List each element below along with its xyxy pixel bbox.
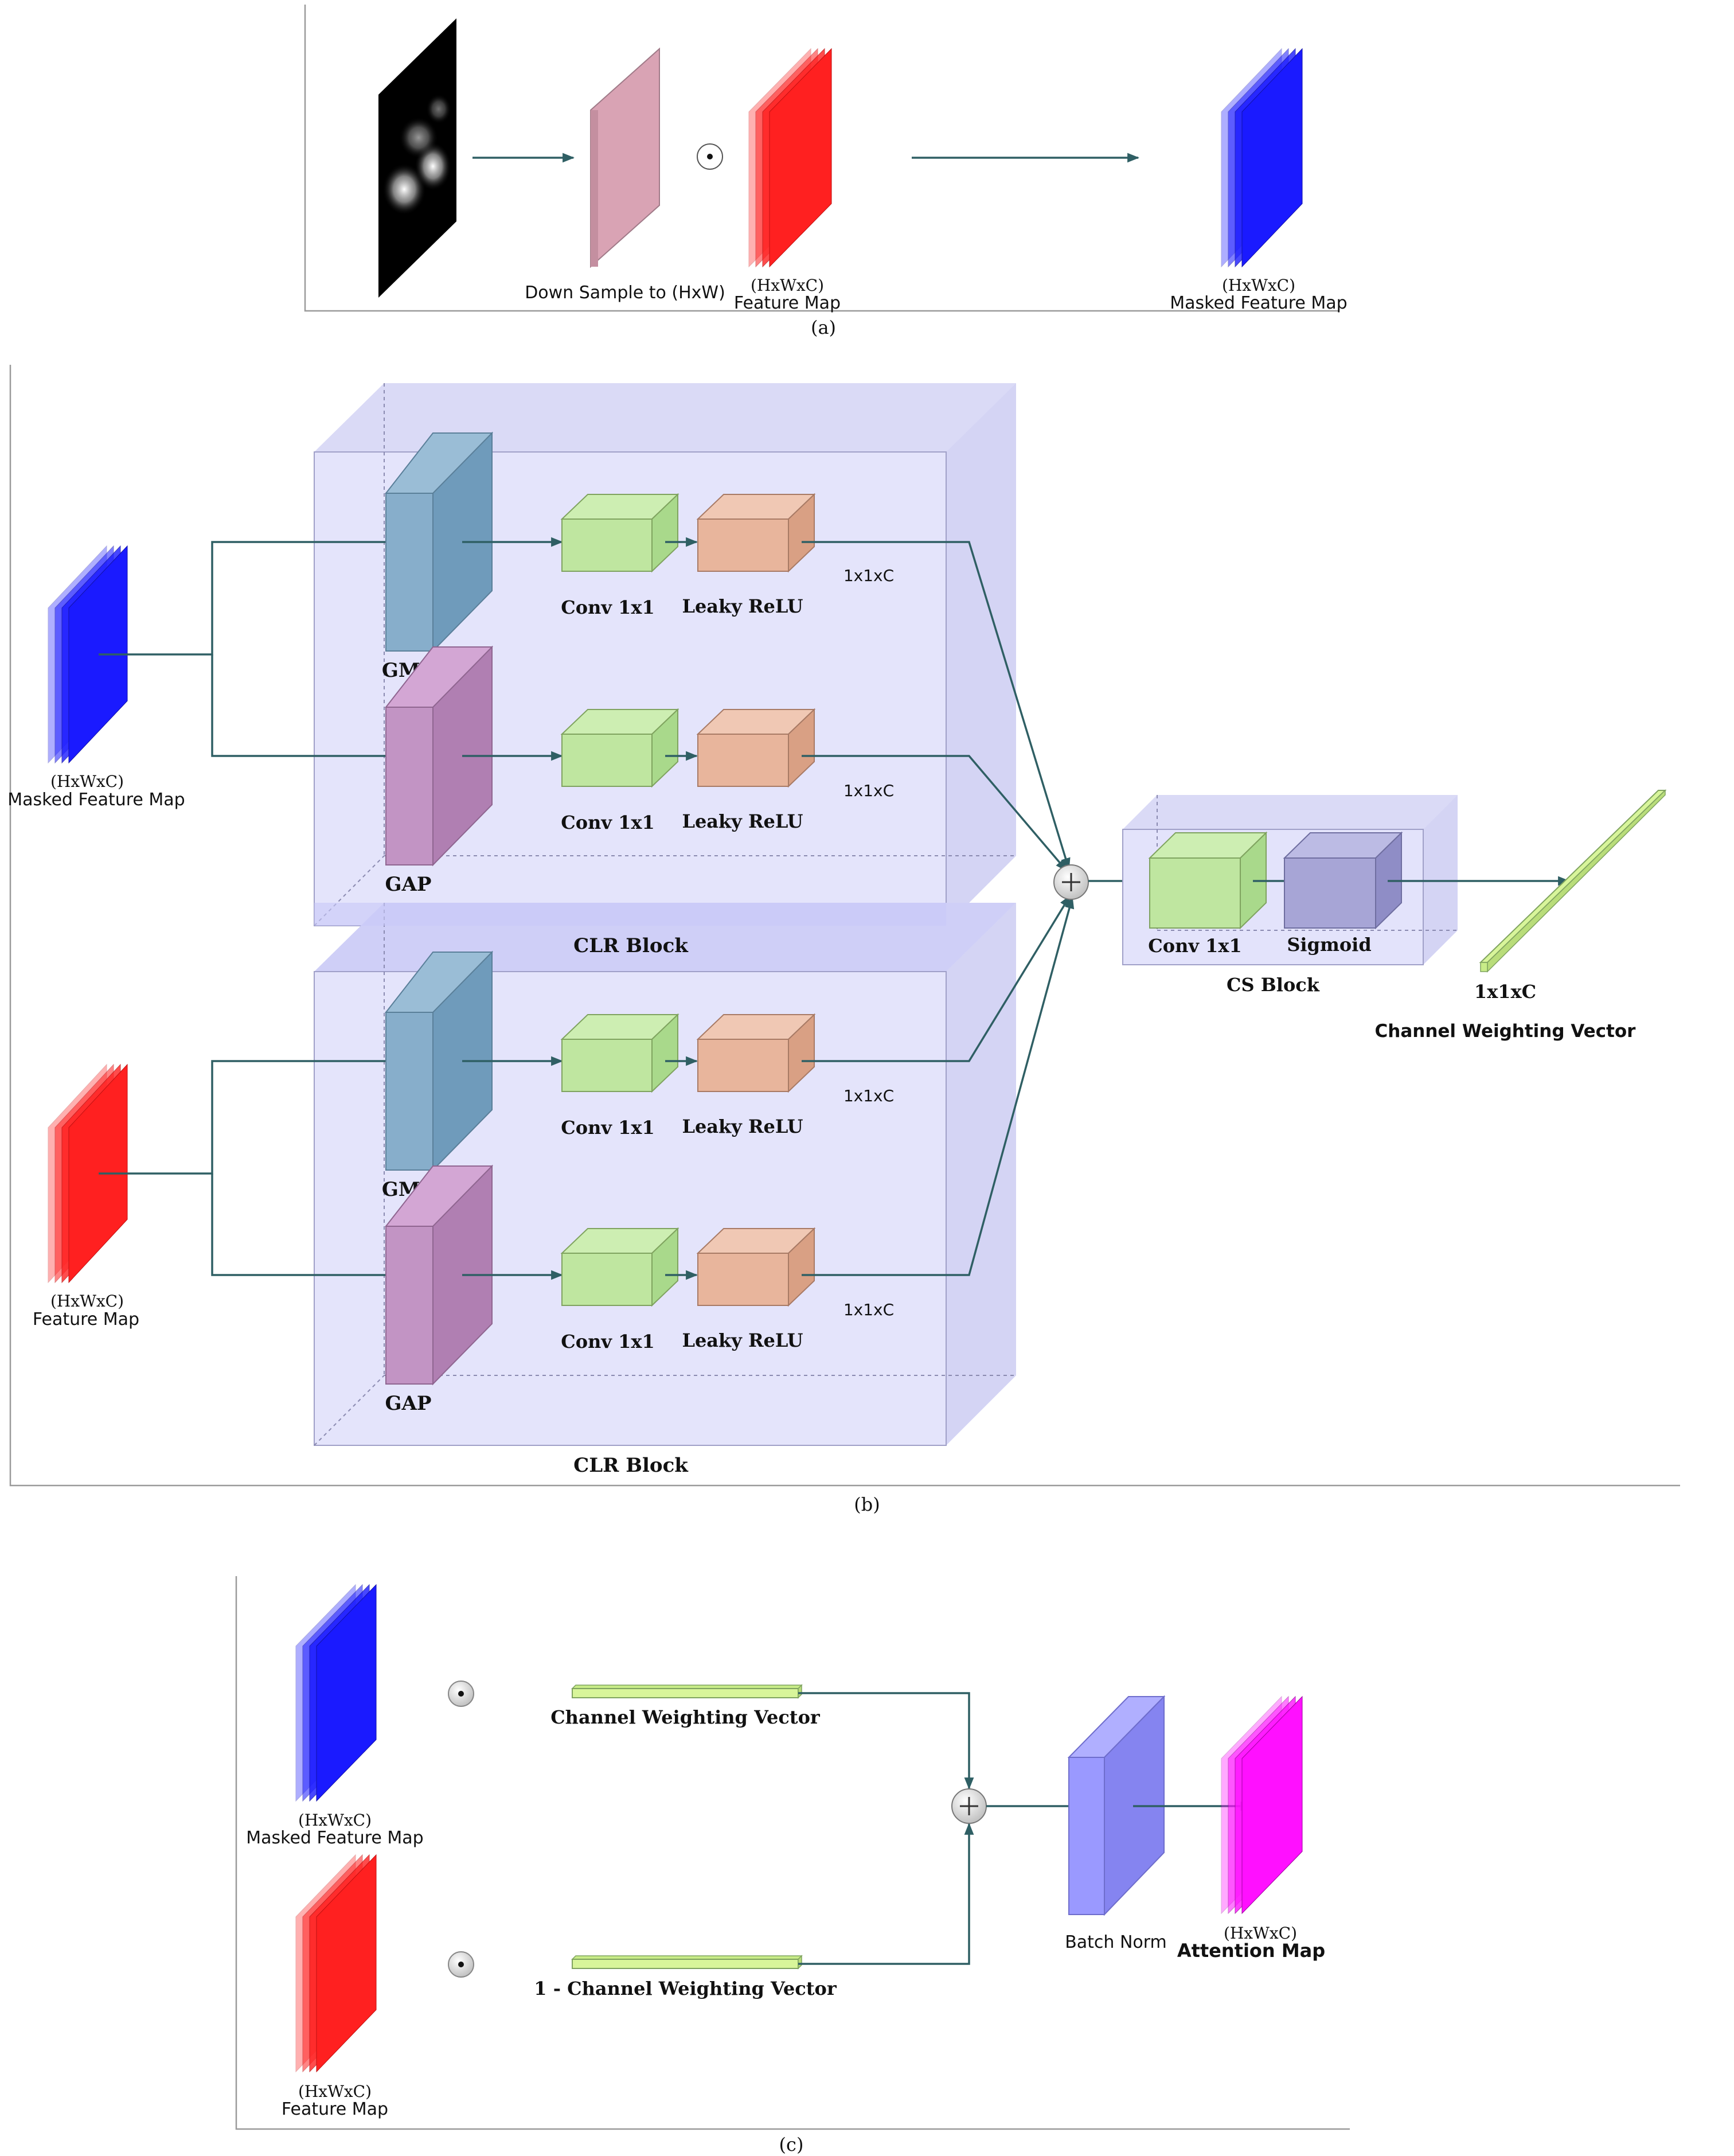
c-masked-feature-map bbox=[295, 1584, 377, 1802]
downsample-label: Down Sample to (HxW) bbox=[525, 283, 725, 303]
c-one-minus-cwv-label: 1 - Channel Weighting Vector bbox=[534, 1978, 837, 1999]
conv-block-r2 bbox=[560, 708, 679, 788]
input-feature-dims: (HxWxC) bbox=[50, 1292, 124, 1311]
cs-conv-block bbox=[1148, 831, 1268, 930]
split-bottom-gmp bbox=[99, 1056, 419, 1175]
panel-a: Down Sample to (HxW) (HxWxC) Feature Map… bbox=[304, 5, 1348, 338]
feature-map-stack bbox=[748, 48, 832, 268]
out-dim-r1: 1x1xC bbox=[843, 566, 894, 585]
split-bottom-gap bbox=[211, 1173, 419, 1280]
sigmoid-block bbox=[1283, 831, 1403, 930]
leaky-label-r3: Leaky ReLU bbox=[682, 1116, 803, 1137]
out-dim-r2: 1x1xC bbox=[843, 781, 894, 800]
panel-c: (HxWxC) Masked Feature Map (HxWxC) Featu… bbox=[235, 1576, 1350, 2155]
gap-label-top: GAP bbox=[385, 873, 432, 896]
c-feature-label: Feature Map bbox=[282, 2099, 388, 2119]
channel-weighting-vector-b bbox=[1479, 789, 1667, 973]
c-masked-label: Masked Feature Map bbox=[246, 1828, 423, 1848]
leaky-label-r4: Leaky ReLU bbox=[682, 1330, 803, 1351]
heatmap-image bbox=[378, 18, 456, 298]
panel-a-caption: (a) bbox=[811, 317, 836, 338]
gap-block-top bbox=[384, 645, 494, 867]
panel-b-caption: (b) bbox=[854, 1494, 880, 1515]
cs-conv-label: Conv 1x1 bbox=[1148, 935, 1241, 957]
leaky-block-r3 bbox=[696, 1013, 816, 1093]
c-cwv-label: Channel Weighting Vector bbox=[550, 1706, 821, 1728]
split-top-gap bbox=[211, 654, 419, 761]
clr-block-bottom-label: CLR Block bbox=[573, 1454, 689, 1477]
masked-feature-map-stack bbox=[1221, 48, 1303, 268]
attention-map-stack bbox=[1221, 1695, 1303, 1915]
c-multiply-icon-bottom bbox=[448, 1951, 474, 1978]
out-dim-r4: 1x1xC bbox=[843, 1300, 894, 1319]
vector-dim-label: 1x1xC bbox=[1474, 981, 1536, 1003]
feature-map-label: Feature Map bbox=[734, 293, 841, 313]
c-one-minus-cwv bbox=[571, 1955, 803, 1970]
attention-label: Attention Map bbox=[1177, 1940, 1325, 1962]
c-feature-map bbox=[295, 1854, 377, 2073]
leaky-block-r4 bbox=[696, 1227, 816, 1307]
leaky-block-r2 bbox=[696, 708, 816, 788]
batch-norm-label: Batch Norm bbox=[1065, 1932, 1167, 1952]
input-masked-dims: (HxWxC) bbox=[50, 772, 124, 791]
leaky-block-r1 bbox=[696, 493, 816, 573]
conv-block-r3 bbox=[560, 1013, 679, 1093]
attention-dims: (HxWxC) bbox=[1224, 1924, 1297, 1943]
sigmoid-label: Sigmoid bbox=[1287, 934, 1371, 956]
sum-node-b bbox=[1053, 864, 1089, 900]
leaky-label-r2: Leaky ReLU bbox=[682, 810, 803, 832]
panel-b: CLR Block CLR Block (HxWxC) Masked Featu… bbox=[7, 365, 1680, 1515]
vector-label-b: Channel Weighting Vector bbox=[1375, 1021, 1637, 1042]
c-masked-dims: (HxWxC) bbox=[298, 1811, 372, 1830]
elementwise-multiply-icon bbox=[697, 143, 723, 170]
input-feature-label: Feature Map bbox=[33, 1309, 139, 1330]
conv-label-r2: Conv 1x1 bbox=[561, 812, 654, 833]
input-masked-feature-map bbox=[48, 545, 128, 764]
cs-block-label: CS Block bbox=[1227, 974, 1320, 996]
c-multiply-icon-top bbox=[448, 1681, 474, 1707]
conv-block-r1 bbox=[560, 493, 679, 573]
conv-label-r3: Conv 1x1 bbox=[561, 1117, 654, 1139]
input-masked-label: Masked Feature Map bbox=[7, 790, 185, 810]
masked-feature-map-dims: (HxWxC) bbox=[1222, 276, 1295, 295]
c-channel-weighting-vector bbox=[571, 1684, 803, 1699]
panel-c-caption: (c) bbox=[779, 2134, 804, 2155]
downsample-slab bbox=[590, 47, 660, 268]
split-top-gmp bbox=[99, 537, 419, 656]
masked-feature-map-label: Masked Feature Map bbox=[1170, 293, 1347, 313]
conv-label-r1: Conv 1x1 bbox=[561, 596, 654, 618]
input-feature-map bbox=[48, 1063, 128, 1284]
conv-block-r4 bbox=[560, 1227, 679, 1307]
conv-label-r4: Conv 1x1 bbox=[561, 1331, 654, 1352]
sum-node-c bbox=[951, 1788, 987, 1824]
feature-map-dims: (HxWxC) bbox=[751, 276, 824, 295]
out-dim-r3: 1x1xC bbox=[843, 1086, 894, 1105]
gap-label-bottom: GAP bbox=[385, 1392, 432, 1415]
c-feature-dims: (HxWxC) bbox=[298, 2082, 372, 2101]
clr-block-top-label: CLR Block bbox=[573, 934, 689, 957]
leaky-label-r1: Leaky ReLU bbox=[682, 595, 803, 617]
